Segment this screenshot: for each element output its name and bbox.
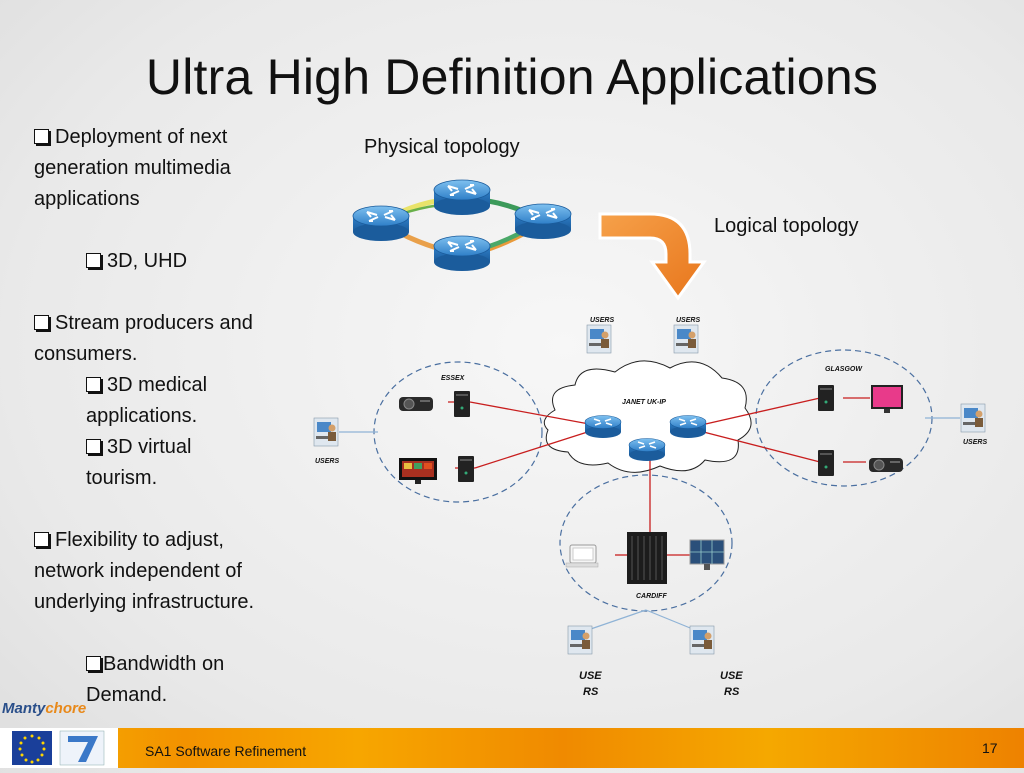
bullet-bandwidth: Bandwidth on Demand. <box>86 653 225 706</box>
users-label: RS <box>583 686 599 698</box>
cardiff-label: CARDIFF <box>636 593 667 600</box>
glasgow-label: GLASGOW <box>825 366 863 373</box>
users-label: USERS <box>590 317 614 324</box>
users-label: USE <box>579 670 602 682</box>
bullet-3d-medical: 3D medical applications. <box>86 374 208 427</box>
user-workstation-icon <box>313 417 339 447</box>
workstation-icon <box>565 544 599 568</box>
slide-title: Ultra High Definition Applications <box>145 49 879 105</box>
server-rack-icon <box>627 532 667 584</box>
footer-bar <box>0 728 1024 768</box>
physical-topology-label: Physical topology <box>364 136 520 158</box>
server-icon <box>818 385 834 411</box>
users-label: USERS <box>676 317 700 324</box>
checkbox-bullet-icon <box>34 532 49 547</box>
router-icon <box>628 437 666 462</box>
server-icon <box>818 450 834 476</box>
user-workstation-icon <box>689 625 715 655</box>
router-icon <box>433 235 491 272</box>
router-icon <box>352 205 410 242</box>
server-icon <box>458 456 474 482</box>
bullet-flexibility: Flexibility to adjust, network independe… <box>34 529 255 613</box>
checkbox-bullet-icon <box>86 377 101 392</box>
physical-topology-diagram <box>352 179 572 272</box>
checkbox-bullet-icon <box>86 656 101 671</box>
bullet-3d-tourism: 3D virtual tourism. <box>86 436 192 489</box>
users-label: USERS <box>963 439 987 446</box>
footer-text: SA1 Software Refinement <box>145 743 307 759</box>
bullet-3d-uhd: 3D, UHD <box>86 246 187 277</box>
logical-topology-label: Logical topology <box>714 215 859 237</box>
eu-flag-icon <box>12 730 105 766</box>
video-wall-icon <box>689 539 725 570</box>
server-icon <box>454 391 470 417</box>
checkbox-bullet-icon <box>34 315 49 330</box>
janet-label: JANET UK-IP <box>622 399 666 406</box>
projector-icon <box>398 396 434 412</box>
bullet-stream: Stream producers and consumers. <box>34 312 253 365</box>
footer-logos <box>0 728 118 768</box>
users-label: RS <box>724 686 740 698</box>
display-screen-icon <box>399 458 437 484</box>
logical-topology-diagram: USERS USERS USERS USERS ESSEX GLASGOW CA… <box>313 317 987 698</box>
checkbox-bullet-icon <box>86 439 101 454</box>
essex-label: ESSEX <box>441 375 466 382</box>
checkbox-bullet-icon <box>34 129 49 144</box>
user-workstation-icon <box>567 625 593 655</box>
monitor-icon <box>871 385 903 413</box>
router-icon <box>584 414 622 439</box>
user-workstation-icon <box>586 324 612 354</box>
user-workstation-icon <box>673 324 699 354</box>
user-workstation-icon <box>960 403 986 433</box>
router-icon <box>433 179 491 216</box>
mantychore-logo: Mantychore <box>2 700 87 717</box>
down-arrow-icon <box>598 212 707 301</box>
router-icon <box>669 414 707 439</box>
users-label: USERS <box>315 458 339 465</box>
bullet-deployment: Deployment of next generation multimedia… <box>34 126 231 210</box>
projector-icon <box>868 457 904 473</box>
checkbox-bullet-icon <box>86 253 101 268</box>
users-label: USE <box>720 670 743 682</box>
page-number: 17 <box>982 740 998 756</box>
router-icon <box>514 203 572 240</box>
